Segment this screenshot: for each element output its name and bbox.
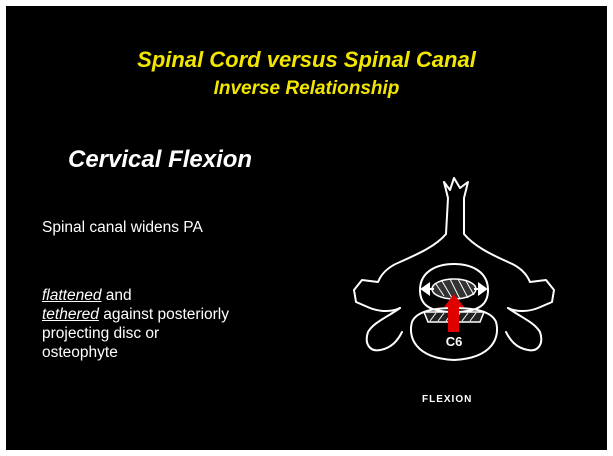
transverse-process-right bbox=[506, 308, 541, 350]
vertebra-illustration: C6 FLEXION bbox=[340, 172, 570, 416]
section-heading: Cervical Flexion bbox=[68, 146, 252, 174]
bullet-point-1: Spinal canal widens PA bbox=[42, 218, 203, 237]
term-tethered: tethered bbox=[42, 306, 99, 323]
text-against: against posteriorly bbox=[103, 306, 229, 323]
bullet-point-2: flattened and tethered against posterior… bbox=[42, 286, 229, 362]
figure-caption: FLEXION bbox=[422, 394, 472, 405]
point2-line4: osteophyte bbox=[42, 343, 229, 362]
level-label: C6 bbox=[446, 334, 463, 349]
slide-subtitle: Inverse Relationship bbox=[6, 78, 607, 100]
text-and: and bbox=[106, 287, 132, 304]
point2-line2: tethered against posteriorly bbox=[42, 305, 229, 324]
presentation-slide: Spinal Cord versus Spinal Canal Inverse … bbox=[6, 6, 607, 450]
vertebra-drawing: C6 bbox=[340, 172, 570, 416]
point2-line3: projecting disc or bbox=[42, 324, 229, 343]
transverse-process-left bbox=[367, 308, 402, 350]
term-flattened: flattened bbox=[42, 287, 101, 304]
slide-title: Spinal Cord versus Spinal Canal bbox=[6, 47, 607, 73]
point2-line1: flattened and bbox=[42, 286, 229, 305]
